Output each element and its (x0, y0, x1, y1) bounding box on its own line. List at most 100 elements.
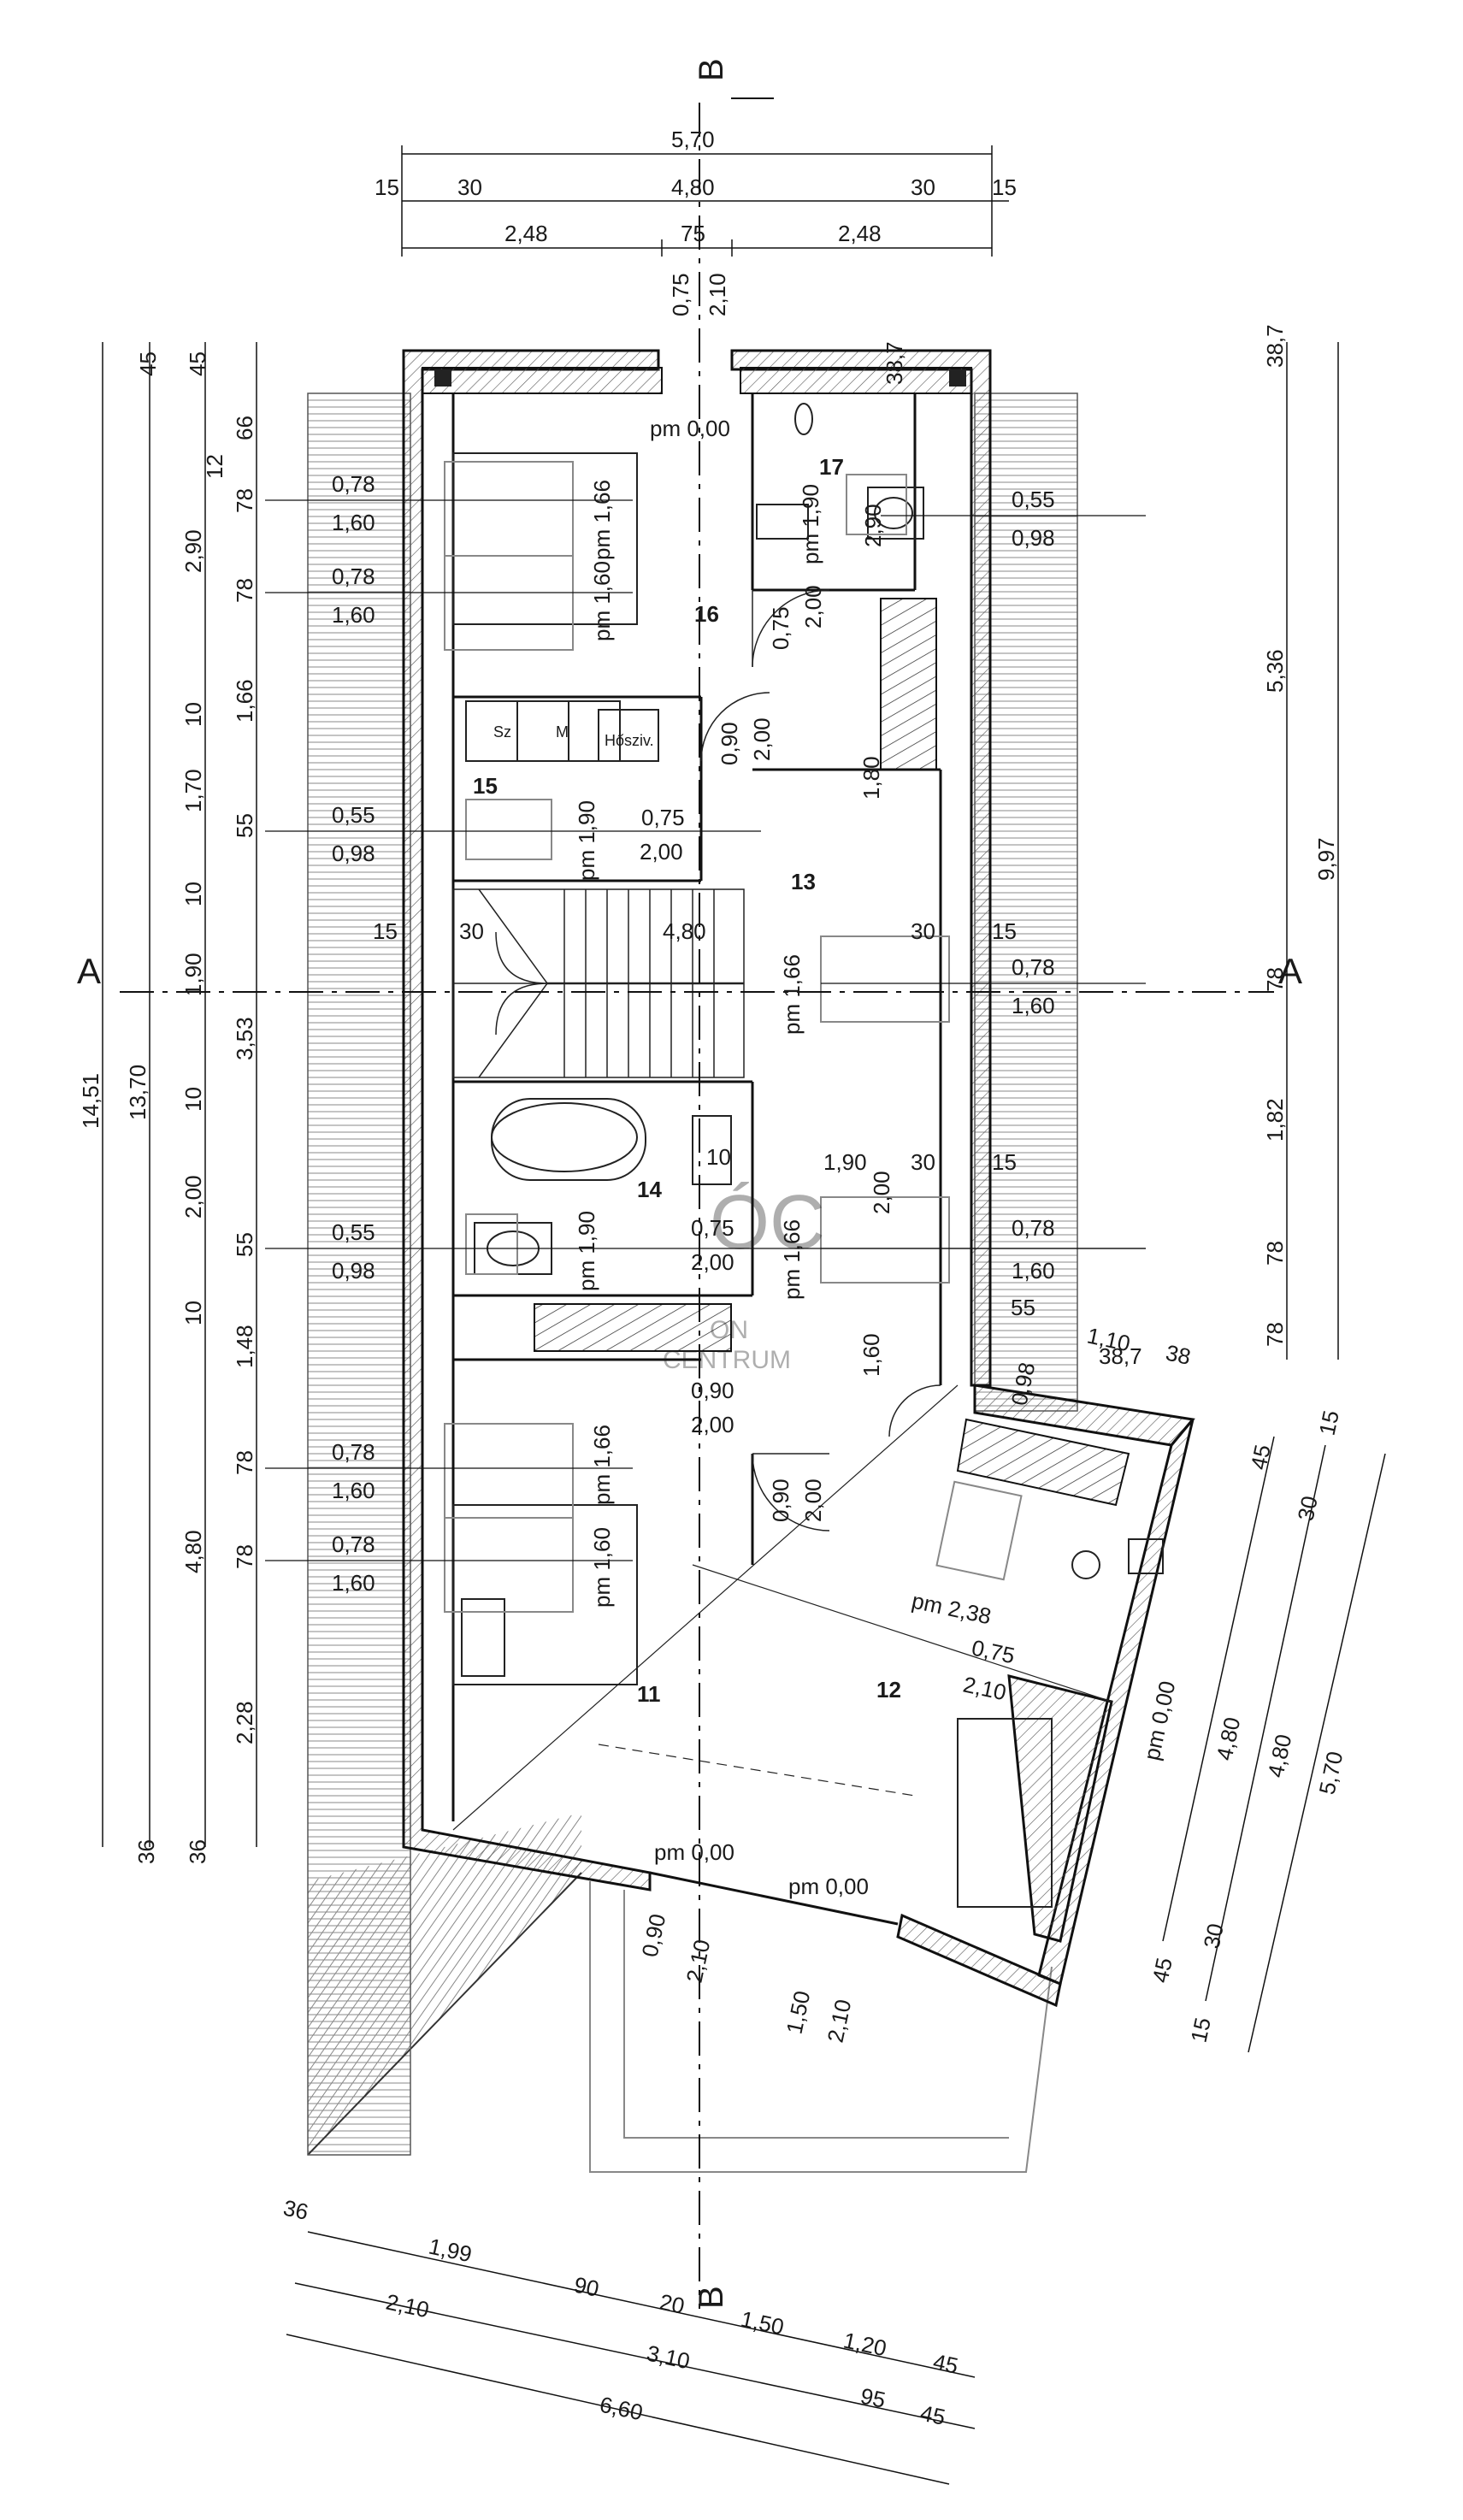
section-markers: B B A A (77, 58, 1302, 2309)
svg-text:2,00: 2,00 (640, 839, 683, 865)
svg-text:78: 78 (1262, 1241, 1288, 1266)
svg-text:ON: ON (710, 1316, 748, 1344)
room-11: 11 (637, 1681, 661, 1707)
svg-text:0,75: 0,75 (691, 1215, 734, 1241)
svg-text:10: 10 (180, 702, 206, 727)
svg-text:0,55: 0,55 (332, 802, 375, 828)
svg-text:38,7: 38,7 (882, 341, 907, 385)
svg-text:95: 95 (858, 2383, 888, 2413)
svg-text:1,50: 1,50 (782, 1989, 816, 2037)
svg-text:2,00: 2,00 (800, 585, 826, 629)
toilet-icon-17 (874, 497, 913, 529)
svg-text:15: 15 (1314, 1408, 1344, 1438)
svg-text:2,90: 2,90 (180, 529, 206, 573)
svg-text:pm 1,90: pm 1,90 (574, 800, 599, 881)
svg-text:12: 12 (202, 454, 227, 479)
svg-text:1,48: 1,48 (232, 1325, 257, 1368)
svg-text:1,90: 1,90 (180, 953, 206, 996)
svg-text:0,78: 0,78 (1012, 1215, 1055, 1241)
svg-text:0,75: 0,75 (641, 805, 685, 830)
room-17: 17 (819, 454, 844, 480)
svg-text:1,50: 1,50 (739, 2306, 787, 2340)
svg-text:4,80: 4,80 (671, 174, 715, 200)
svg-text:10: 10 (706, 1144, 731, 1170)
svg-text:13,70: 13,70 (125, 1065, 150, 1120)
svg-text:14,51: 14,51 (78, 1073, 103, 1129)
opening-labels: 0,78 1,60 0,78 1,60 0,55 0,98 0,55 0,98 … (265, 471, 1146, 1596)
appliance-m: M (556, 723, 569, 741)
svg-text:45: 45 (1147, 1956, 1177, 1986)
svg-text:0,90: 0,90 (691, 1378, 734, 1403)
svg-text:0,98: 0,98 (332, 841, 375, 866)
svg-text:15: 15 (373, 918, 398, 944)
svg-text:pm 0,00: pm 0,00 (650, 416, 730, 441)
bathtub-icon (491, 1098, 646, 1181)
svg-text:78: 78 (232, 1544, 257, 1569)
svg-text:30: 30 (459, 918, 484, 944)
door-swings (700, 589, 941, 1531)
svg-text:66: 66 (232, 416, 257, 440)
top-dimensions: 5,70 15 30 4,80 30 15 2,48 75 2,48 (375, 127, 1017, 257)
svg-text:1,60: 1,60 (332, 510, 375, 535)
svg-text:38,7: 38,7 (1099, 1343, 1142, 1369)
svg-text:pm 1,66: pm 1,66 (779, 1219, 805, 1300)
room-16: 16 (694, 601, 719, 627)
sink-icon (756, 504, 809, 540)
roof-windows (444, 461, 1023, 1613)
svg-text:55: 55 (232, 813, 257, 838)
stair-treads (563, 889, 715, 1077)
svg-text:0,78: 0,78 (332, 1439, 375, 1465)
svg-text:CENTRUM: CENTRUM (663, 1346, 791, 1374)
svg-text:0,78: 0,78 (332, 564, 375, 589)
svg-text:2,10: 2,10 (681, 1938, 716, 1986)
svg-text:2,10: 2,10 (705, 273, 730, 316)
left-dimensions: 14,51 13,70 45 2,90 10 1,70 10 1,90 10 2… (78, 342, 257, 1864)
svg-text:1,99: 1,99 (427, 2234, 475, 2268)
svg-text:1,60: 1,60 (858, 1333, 884, 1377)
svg-text:pm 1,66: pm 1,66 (779, 954, 805, 1035)
wardrobes (534, 598, 1130, 1507)
room-12: 12 (876, 1677, 901, 1703)
svg-text:78: 78 (232, 488, 257, 513)
watermark: ÓC ON CENTRUM (663, 1180, 825, 1374)
svg-text:15: 15 (992, 1149, 1017, 1175)
svg-text:pm 0,00: pm 0,00 (788, 1874, 869, 1899)
svg-text:0,98: 0,98 (332, 1258, 375, 1284)
svg-text:36: 36 (185, 1839, 210, 1864)
svg-text:pm 1,60: pm 1,60 (589, 561, 615, 641)
ridge-lines (452, 1384, 1112, 1831)
svg-text:2,00: 2,00 (691, 1412, 734, 1437)
svg-text:5,70: 5,70 (1314, 1750, 1348, 1797)
svg-text:1,90: 1,90 (823, 1149, 867, 1175)
svg-text:0,90: 0,90 (768, 1478, 793, 1522)
svg-text:0,78: 0,78 (332, 1531, 375, 1557)
svg-text:4,80: 4,80 (1263, 1732, 1297, 1780)
svg-text:0,90: 0,90 (637, 1912, 671, 1960)
svg-text:30: 30 (457, 174, 482, 200)
marker-a-left: A (77, 951, 101, 991)
svg-text:38,7: 38,7 (1262, 324, 1288, 368)
svg-text:15: 15 (1186, 2015, 1216, 2045)
svg-text:78: 78 (1262, 967, 1288, 992)
marker-b-top: B (693, 58, 730, 81)
svg-text:10: 10 (180, 882, 206, 906)
svg-text:pm 1,90: pm 1,90 (798, 484, 823, 564)
svg-text:0,90: 0,90 (717, 722, 742, 765)
svg-text:55: 55 (1011, 1295, 1035, 1320)
svg-text:4,80: 4,80 (1212, 1715, 1246, 1763)
svg-text:pm 0,00: pm 0,00 (1139, 1679, 1181, 1762)
svg-text:30: 30 (1199, 1921, 1229, 1951)
dim-top-overall: 5,70 (671, 127, 715, 152)
svg-text:2,48: 2,48 (504, 221, 548, 246)
marker-b-bottom: B (693, 2286, 730, 2309)
angled-right-dimensions: 45 15 30 4,80 4,80 5,70 45 30 15 (1147, 1408, 1386, 2053)
svg-text:15: 15 (992, 918, 1017, 944)
svg-text:1,60: 1,60 (332, 1478, 375, 1503)
svg-text:2,10: 2,10 (384, 2289, 432, 2323)
svg-text:30: 30 (911, 1149, 935, 1175)
svg-text:0,98: 0,98 (1012, 525, 1055, 551)
svg-text:1,82: 1,82 (1262, 1098, 1288, 1142)
room-14: 14 (637, 1177, 662, 1202)
svg-text:78: 78 (1262, 1322, 1288, 1347)
svg-text:30: 30 (1293, 1494, 1323, 1524)
